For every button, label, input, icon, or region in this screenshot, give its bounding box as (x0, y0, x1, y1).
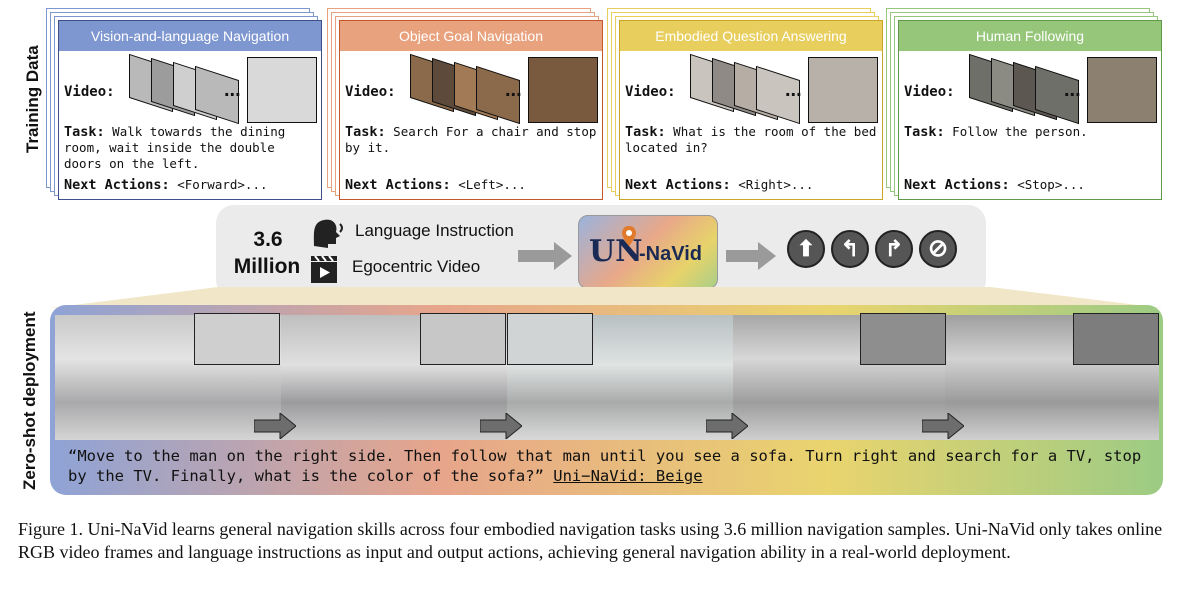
forward-arrow-icon: ⬆ (787, 230, 825, 268)
zero-shot-deployment-label: Zero-shot deployment (20, 311, 39, 490)
task-label: Task: (345, 124, 386, 140)
sample-count-number: 3.6 (253, 228, 283, 251)
video-clapper-icon (311, 255, 337, 283)
task-card: Vision-and-language Navigation Video: ..… (46, 8, 322, 200)
turn-left-icon: ↰ (831, 230, 869, 268)
task-card: Object Goal Navigation Video: ... Task: … (327, 8, 603, 200)
deploy-inset-2 (420, 313, 506, 365)
frames-ellipsis: ... (224, 79, 241, 101)
card-front: Vision-and-language Navigation Video: ..… (58, 20, 322, 200)
model-answer: Uni−NaVid: Beige (553, 467, 703, 485)
task-label: Task: (904, 124, 945, 140)
current-frame (1087, 57, 1157, 123)
card-title: Embodied Question Answering (620, 21, 882, 51)
next-actions-value: <Forward>... (177, 177, 268, 192)
deploy-inset-4 (860, 313, 946, 365)
frames-ellipsis: ... (785, 79, 802, 101)
next-actions-value: <Stop>... (1017, 177, 1085, 192)
card-front: Human Following Video: ... Task: Follow … (898, 20, 1162, 200)
task-description: Task: Follow the person. (904, 124, 1156, 140)
current-frame (247, 57, 317, 123)
task-label: Task: (64, 124, 105, 140)
card-title: Object Goal Navigation (340, 21, 602, 51)
stop-icon: ⊘ (919, 230, 957, 268)
card-title: Vision-and-language Navigation (59, 21, 321, 51)
logo-main-text: UN (589, 234, 643, 269)
transition-arrow-icon (922, 413, 964, 439)
task-text: Follow the person. (952, 124, 1088, 139)
task-label: Task: (625, 124, 666, 140)
card-title: Human Following (899, 21, 1161, 51)
next-actions: Next Actions: <Stop>... (904, 177, 1085, 193)
frames-ellipsis: ... (505, 79, 522, 101)
task-text: Search For a chair and stop by it. (345, 124, 597, 155)
next-actions-label: Next Actions: (904, 177, 1010, 193)
video-label: Video: (904, 84, 955, 100)
deploy-inset-3 (507, 313, 593, 365)
deploy-inset-5 (1073, 313, 1159, 365)
deploy-inset-1 (194, 313, 280, 365)
next-actions-value: <Right>... (738, 177, 814, 192)
output-arrow (726, 242, 776, 270)
next-actions: Next Actions: <Right>... (625, 177, 813, 193)
egocentric-video-label: Egocentric Video (352, 257, 481, 276)
next-actions: Next Actions: <Forward>... (64, 177, 268, 193)
turn-right-icon: ↱ (875, 230, 913, 268)
transition-arrow-icon (706, 413, 748, 439)
task-card: Human Following Video: ... Task: Follow … (886, 8, 1162, 200)
instruction-text: “Move to the man on the right side. Then… (68, 447, 1142, 485)
figure-caption: Figure 1. Uni-NaVid learns general navig… (18, 519, 1163, 562)
next-actions: Next Actions: <Left>... (345, 177, 526, 193)
transition-arrow-icon (254, 413, 296, 439)
task-description: Task: What is the room of the bed locate… (625, 124, 877, 156)
frames-ellipsis: ... (1064, 79, 1081, 101)
next-actions-value: <Left>... (458, 177, 526, 192)
next-actions-label: Next Actions: (625, 177, 731, 193)
language-instruction-label: Language Instruction (355, 221, 514, 240)
video-label: Video: (64, 84, 115, 100)
task-description: Task: Search For a chair and stop by it. (345, 124, 597, 156)
current-frame (808, 57, 878, 123)
logo-suffix-text: -NaVid (639, 243, 702, 265)
next-actions-label: Next Actions: (345, 177, 451, 193)
current-frame (528, 57, 598, 123)
deployment-instruction-quote: “Move to the man on the right side. Then… (68, 446, 1153, 486)
task-text: What is the room of the bed located in? (625, 124, 877, 155)
speaking-head-icon (313, 219, 343, 248)
input-arrow (518, 242, 572, 270)
next-actions-label: Next Actions: (64, 177, 170, 193)
card-front: Embodied Question Answering Video: ... T… (619, 20, 883, 200)
task-text: Walk towards the dining room, wait insid… (64, 124, 286, 171)
transition-arrow-icon (480, 413, 522, 439)
sample-count-unit: Million (233, 255, 301, 278)
video-label: Video: (625, 84, 676, 100)
uni-navid-logo: UN -NaVid (578, 215, 718, 289)
video-label: Video: (345, 84, 396, 100)
location-pin-icon (622, 226, 636, 246)
task-description: Task: Walk towards the dining room, wait… (64, 124, 316, 172)
pipeline-connector (50, 287, 1163, 308)
training-data-label: Training Data (23, 45, 42, 153)
card-front: Object Goal Navigation Video: ... Task: … (339, 20, 603, 200)
task-card: Embodied Question Answering Video: ... T… (607, 8, 883, 200)
